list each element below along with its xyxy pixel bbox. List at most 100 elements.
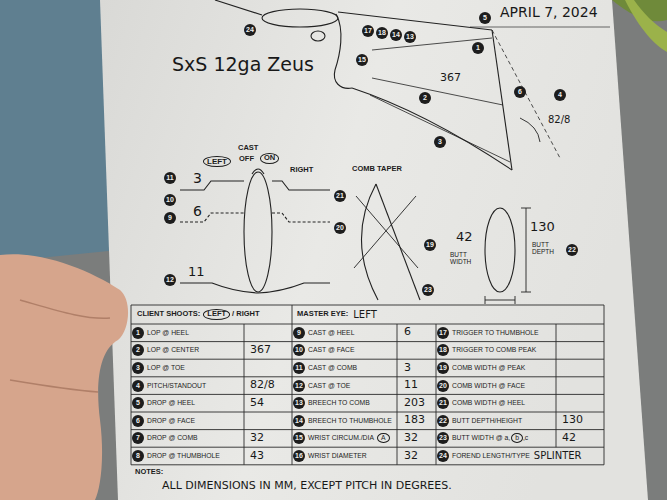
handwritten-entry: 11	[188, 265, 205, 280]
callout-number: 1	[472, 42, 484, 54]
dimension-line	[370, 95, 510, 162]
form-label: DROP @ FACE	[147, 417, 195, 425]
handwritten-entry: 3	[404, 362, 411, 375]
callout-number: 4	[132, 380, 144, 392]
callout-number: 3	[434, 136, 446, 148]
handwritten-entry: 32	[404, 432, 418, 445]
form-label: MASTER EYE:	[297, 310, 348, 319]
callout-number: 10	[293, 344, 305, 356]
chair	[0, 0, 118, 262]
handwritten-entry: APRIL 7, 2024	[500, 4, 598, 20]
form-label: ,c	[523, 434, 528, 442]
form-label: TRIGGER TO THUMBHOLE	[452, 329, 538, 337]
callout-number: 24	[244, 24, 256, 36]
table-rule	[131, 412, 604, 413]
callout-number: 14	[390, 29, 402, 41]
circled-option: LEFT	[203, 309, 230, 320]
form-label: CAST @ HEEL	[308, 329, 354, 337]
table-rule	[131, 376, 604, 377]
table-rule	[244, 324, 245, 465]
callout-number: 20	[334, 222, 346, 234]
handwritten-entry: 3	[193, 170, 202, 186]
cast-profile	[180, 283, 330, 293]
form-label: CAST @ COMB	[308, 364, 357, 372]
callout-number: 17	[362, 25, 374, 37]
callout-number: 18	[376, 27, 388, 39]
handwritten-entry: 54	[250, 397, 264, 410]
callout-number: 23	[422, 284, 434, 296]
table-rule	[397, 324, 398, 465]
table-rule	[604, 305, 605, 465]
handwritten-entry: 82/8	[250, 379, 275, 392]
pitch-arc	[520, 118, 540, 142]
callout-number: 13	[293, 397, 305, 409]
handwritten-entry: LEFT	[353, 309, 377, 321]
table-rule	[556, 324, 557, 447]
form-label: COMB TAPER	[352, 165, 402, 174]
callout-number: 15	[293, 432, 305, 444]
callout-number: 13	[404, 31, 416, 43]
stock-top-line	[338, 12, 492, 30]
plant-leaf	[625, 0, 667, 52]
callout-number: 21	[437, 397, 449, 409]
form-label: RIGHT	[290, 166, 313, 175]
form-label: CLIENT SHOOTS:	[137, 310, 200, 319]
callout-number: 2	[132, 344, 144, 356]
callout-number: 5	[479, 12, 491, 24]
handwritten-entry: 43	[250, 450, 264, 463]
callout-number: 23	[437, 432, 449, 444]
handwritten-entry: 130	[562, 414, 583, 427]
callout-number: 14	[293, 415, 305, 427]
callout-number: 4	[554, 89, 566, 101]
grip-outline	[334, 14, 352, 88]
callout-number: 7	[132, 432, 144, 444]
handwritten-entry: 42	[456, 230, 473, 245]
butt-plate-line	[492, 30, 512, 170]
callout-number: 18	[437, 344, 449, 356]
form-label: FOREND LENGTH/TYPE	[452, 452, 530, 460]
cross-out-lines	[354, 196, 418, 268]
trigger-outline	[311, 31, 325, 41]
callout-number: 9	[293, 327, 305, 339]
callout-number: 11	[293, 362, 305, 374]
callout-number: 15	[356, 54, 368, 66]
form-label: BREECH TO COMB	[308, 399, 370, 407]
cast-profile	[180, 213, 330, 222]
callout-number: 12	[293, 380, 305, 392]
callout-number: 1	[132, 327, 144, 339]
callout-number: 19	[424, 239, 436, 251]
butt-end-outline	[244, 172, 272, 292]
handwritten-entry: 6	[193, 203, 202, 219]
callout-number: 22	[566, 244, 578, 256]
handwritten-entry: 203	[404, 397, 425, 410]
form-label: / RIGHT	[232, 310, 260, 319]
comb-nub	[252, 169, 264, 174]
callout-number: 20	[437, 380, 449, 392]
callout-number: 3	[132, 362, 144, 374]
finger-crease	[10, 380, 98, 392]
handwritten-entry: 183	[404, 414, 425, 427]
form-label: TRIGGER TO COMB PEAK	[452, 346, 536, 354]
table-rule	[436, 324, 437, 465]
table-rule	[131, 429, 604, 430]
form-label: BUTT WIDTH @ a,	[452, 434, 510, 442]
handwritten-entry: 32	[404, 450, 418, 463]
callout-number: 2	[419, 92, 431, 104]
form-label: BUTT WIDTH	[450, 252, 480, 266]
form-label: CAST @ FACE	[308, 346, 354, 354]
handwritten-entry: 32	[250, 432, 264, 445]
callout-number: 21	[334, 190, 346, 202]
comb-taper-outline	[361, 184, 378, 300]
table-rule	[131, 324, 604, 325]
form-label: LOP @ HEEL	[147, 329, 189, 337]
table-rule	[131, 305, 604, 306]
callout-number: 10	[164, 194, 176, 206]
handwritten-entry: 367	[440, 72, 461, 85]
finger-crease	[20, 300, 110, 318]
form-label: LOP @ TOE	[147, 364, 185, 372]
circled-option: b	[511, 433, 523, 443]
callout-number: 12	[164, 274, 176, 286]
handwritten-entry: 6	[404, 326, 411, 339]
